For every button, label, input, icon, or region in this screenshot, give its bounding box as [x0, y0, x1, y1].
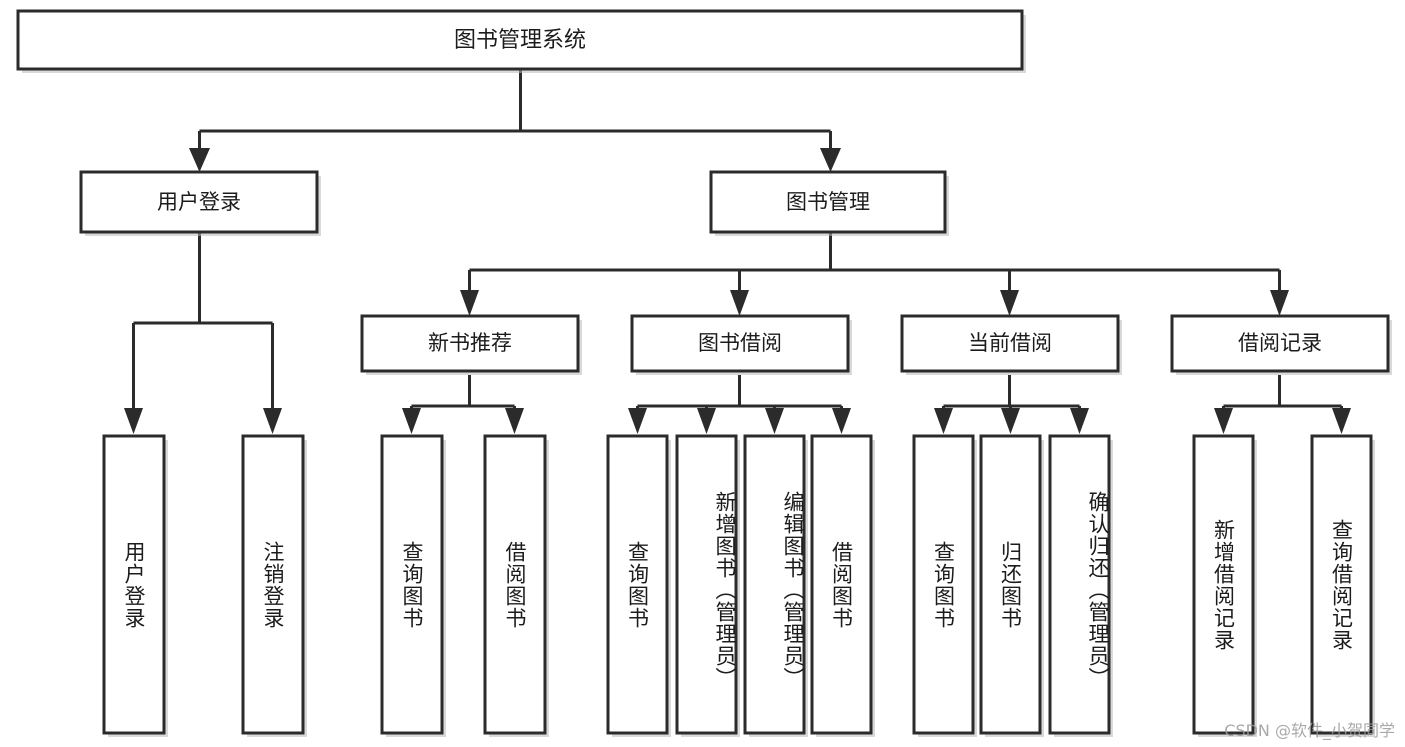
- node-leaf-edit-book-box[interactable]: [743, 434, 806, 735]
- arrowhead-leaf-user-login: [124, 408, 143, 434]
- nodes-layer: 图书管理系统 用户登录 图书管理 新书推荐 图书借阅 当前借阅 借阅记录: [16, 9, 1392, 737]
- node-book-manage-label: 图书管理: [786, 190, 870, 214]
- arrowhead-leaf-add-record: [1214, 408, 1233, 434]
- node-leaf-return-book-box[interactable]: [979, 434, 1042, 735]
- node-user-login-box[interactable]: [79, 170, 319, 234]
- node-new-book-rec-label: 新书推荐: [428, 331, 512, 355]
- arrowhead-leaf-return-book: [1001, 408, 1020, 434]
- node-current-borrow-label: 当前借阅: [968, 331, 1052, 355]
- node-current-borrow-box[interactable]: [900, 314, 1120, 373]
- csdn-watermark: CSDN @软件_小贺同学: [1224, 721, 1395, 740]
- edge-current-borrow-to-bus: [942, 375, 1081, 412]
- arrowhead-leaf-borrow-book-2: [832, 408, 851, 434]
- edge-user-login-to-bus: [132, 232, 274, 412]
- node-leaf-add-book-box[interactable]: [675, 434, 738, 735]
- node-book-borrow-box[interactable]: [630, 314, 850, 373]
- edges-layer: [124, 70, 1351, 434]
- arrowhead-leaf-confirm-return: [1070, 408, 1089, 434]
- arrowhead-leaf-borrow-book-1: [505, 408, 524, 434]
- edge-book-borrow-to-bus: [636, 375, 843, 412]
- node-leaf-borrow-book-1-box[interactable]: [483, 434, 547, 735]
- arrowhead-to-current-borrow: [1000, 290, 1019, 316]
- arrowhead-to-user-login: [189, 148, 210, 172]
- edge-book-manage-to-bus: [468, 232, 1281, 294]
- node-leaf-borrow-book-2-box[interactable]: [810, 434, 873, 735]
- node-leaf-confirm-return-box[interactable]: [1048, 434, 1111, 735]
- arrowhead-leaf-query-book-2: [628, 408, 647, 434]
- node-leaf-add-record-box[interactable]: [1192, 434, 1255, 735]
- node-leaf-logout-login-box[interactable]: [241, 434, 305, 735]
- node-leaf-query-record-box[interactable]: [1310, 434, 1373, 735]
- arrowhead-to-book-borrow: [730, 290, 749, 316]
- edge-root-to-bus: [198, 70, 832, 152]
- node-leaf-query-book-3-box[interactable]: [912, 434, 975, 735]
- node-new-book-rec-box[interactable]: [360, 314, 580, 373]
- arrowhead-to-borrow-record: [1270, 290, 1289, 316]
- arrowhead-to-book-manage: [820, 148, 841, 172]
- arrowhead-to-new-book-rec: [460, 290, 479, 316]
- node-leaf-query-book-2-box[interactable]: [606, 434, 669, 735]
- edge-new-book-rec-to-bus: [410, 375, 516, 412]
- arrowhead-leaf-logout-login: [263, 408, 282, 434]
- arrowhead-leaf-add-book: [697, 408, 716, 434]
- node-borrow-record-label: 借阅记录: [1238, 331, 1322, 355]
- node-root-label: 图书管理系统: [454, 28, 586, 53]
- arrowhead-leaf-query-book-3: [934, 408, 953, 434]
- node-root-box[interactable]: [16, 9, 1024, 71]
- node-leaf-query-book-1-box[interactable]: [380, 434, 444, 735]
- edge-borrow-record-to-bus: [1222, 375, 1343, 412]
- arrowhead-leaf-edit-book: [765, 408, 784, 434]
- node-leaf-user-login-box[interactable]: [102, 434, 166, 735]
- node-user-login-label: 用户登录: [157, 190, 241, 214]
- node-book-borrow-label: 图书借阅: [698, 331, 782, 355]
- arrowhead-leaf-query-book-1: [402, 408, 421, 434]
- arrowhead-leaf-query-record: [1332, 408, 1351, 434]
- node-book-manage-box[interactable]: [709, 170, 947, 234]
- node-borrow-record-box[interactable]: [1170, 314, 1390, 373]
